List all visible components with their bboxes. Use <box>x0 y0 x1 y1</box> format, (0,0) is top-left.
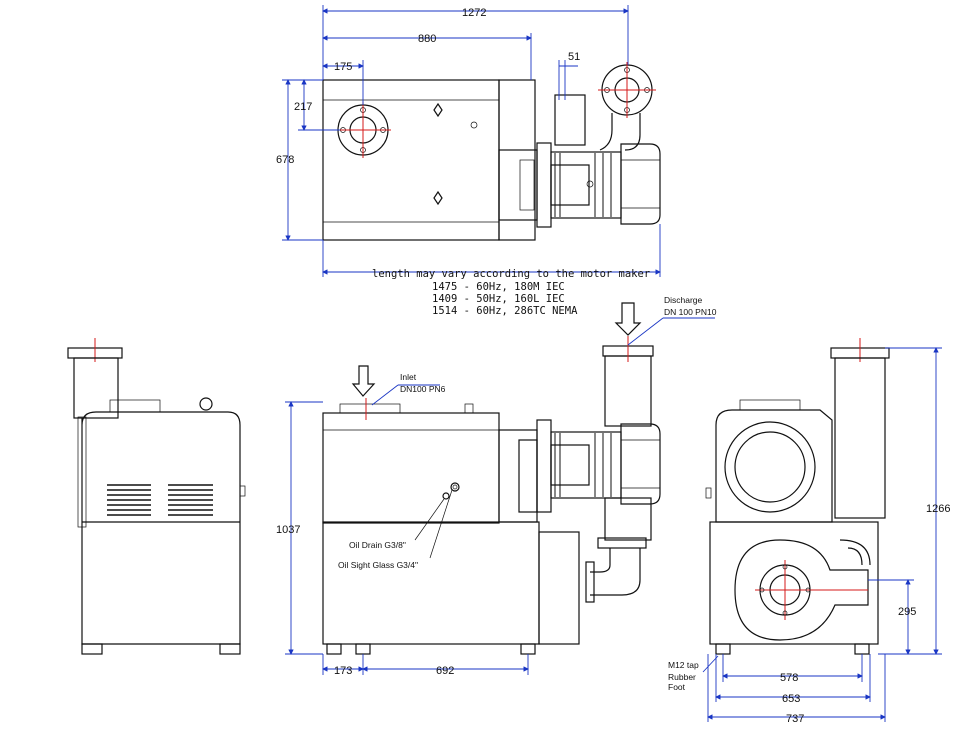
oil-sight-label: Oil Sight Glass G3/4" <box>338 560 418 570</box>
top-view-inlet-flange <box>335 102 391 158</box>
right-view: 1266 295 578 653 737 <box>702 338 950 725</box>
note-motor-length: length may vary according to the motor m… <box>372 268 650 280</box>
inlet-spec: DN100 PN6 <box>400 384 446 394</box>
inlet-arrow <box>351 365 376 397</box>
discharge-spec: DN 100 PN10 <box>664 307 717 317</box>
left-view <box>67 338 246 655</box>
tap-label: M12 tap <box>668 660 699 670</box>
right-view-blower-housing <box>734 539 871 641</box>
inlet-label: Inlet <box>400 372 417 382</box>
oil-drain-label: Oil Drain G3/8" <box>349 540 406 550</box>
dim-side-width-overall: 737 <box>786 713 804 725</box>
dim-top-inlet-offset: 880 <box>418 33 436 45</box>
dim-side-foot-spacing: 578 <box>780 672 798 684</box>
top-view-motor <box>550 143 661 225</box>
dim-top-gap: 51 <box>568 51 580 63</box>
note-motor-160l: 1409 - 50Hz, 160L IEC <box>432 293 565 305</box>
foot-label-2: Foot <box>668 682 686 692</box>
dim-side-width-inner: 653 <box>782 693 800 705</box>
note-motor-180m: 1475 - 60Hz, 180M IEC <box>432 281 565 293</box>
dim-front-foot-spacing: 692 <box>436 665 454 677</box>
dim-top-overall-width: 1272 <box>462 7 486 19</box>
discharge-arrow <box>614 302 642 336</box>
foot-label-1: Rubber <box>668 672 696 682</box>
top-view: 1272 880 175 51 217 678 <box>276 5 661 277</box>
note-motor-286tc: 1514 - 60Hz, 286TC NEMA <box>432 305 578 317</box>
top-view-adaptor <box>498 149 538 221</box>
dim-front-foot-offset: 173 <box>334 665 352 677</box>
discharge-label: Discharge <box>664 295 703 305</box>
front-view-motor <box>550 423 661 505</box>
front-view: 1037 173 692 <box>276 302 715 677</box>
dim-top-height: 678 <box>276 154 294 166</box>
left-view-vent-grille <box>107 484 213 516</box>
dim-side-outlet-height: 295 <box>898 606 916 618</box>
dim-front-height: 1037 <box>276 524 300 536</box>
top-view-pump-body <box>322 79 500 241</box>
dim-top-flange-offset: 175 <box>334 61 352 73</box>
dim-side-height: 1266 <box>926 503 950 515</box>
dim-top-flange-drop: 217 <box>294 101 312 113</box>
top-view-discharge <box>554 62 656 151</box>
